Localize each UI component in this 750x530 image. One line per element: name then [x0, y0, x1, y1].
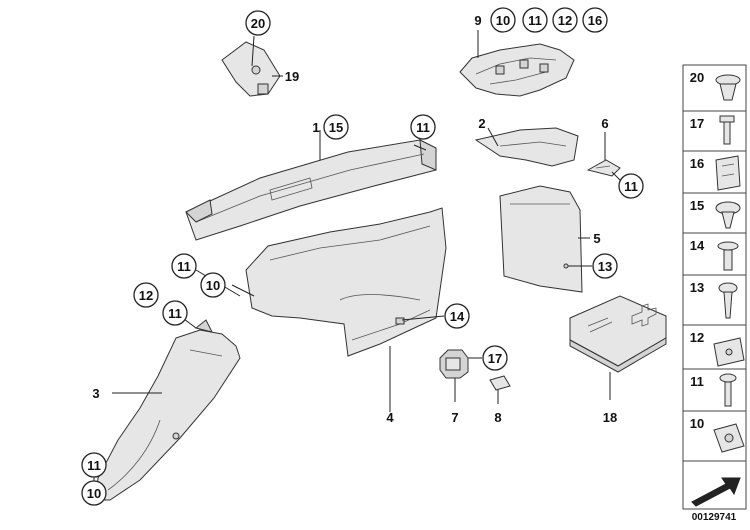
callout-11-d: 11: [162, 300, 188, 326]
svg-text:18: 18: [603, 410, 617, 425]
direction-arrow-icon: [691, 477, 741, 507]
svg-text:15: 15: [329, 120, 343, 135]
callout-12-top: 12: [552, 7, 578, 33]
svg-text:14: 14: [450, 309, 465, 324]
part-7-clip: [439, 349, 482, 402]
svg-text:1: 1: [312, 120, 319, 135]
callout-15-left: 15: [323, 114, 349, 140]
svg-text:00129741: 00129741: [692, 512, 737, 523]
svg-text:8: 8: [494, 410, 501, 425]
callout-6: 6: [601, 116, 608, 131]
svg-text:17: 17: [488, 351, 502, 366]
svg-text:15: 15: [690, 198, 704, 213]
expansion-rivet-icon: [715, 201, 741, 229]
callout-16-top: 16: [582, 7, 608, 33]
svg-text:16: 16: [690, 156, 704, 171]
callout-11-a: 11: [410, 114, 436, 140]
svg-text:6: 6: [601, 116, 608, 131]
callout-10-mid: 10: [200, 272, 226, 298]
legend-cell-17: [682, 110, 747, 152]
nut-clip-icon: [713, 423, 745, 453]
part-4-inner-panel: [195, 207, 447, 412]
tapping-screw-icon: [718, 282, 738, 319]
part-3-lower-trim: [93, 312, 241, 501]
callout-12-mid: 12: [133, 282, 159, 308]
svg-text:4: 4: [386, 410, 394, 425]
svg-text:11: 11: [690, 374, 704, 389]
callout-11-c: 11: [171, 253, 197, 279]
push-clip-icon: [715, 74, 741, 101]
svg-text:12: 12: [139, 288, 153, 303]
svg-text:11: 11: [87, 458, 101, 473]
callout-2: 2: [478, 116, 485, 131]
svg-text:14: 14: [690, 238, 705, 253]
callout-19: 19: [285, 69, 299, 84]
svg-text:2: 2: [478, 116, 485, 131]
callout-10-bot: 10: [81, 480, 107, 506]
svg-text:3: 3: [92, 386, 99, 401]
svg-text:13: 13: [598, 259, 612, 274]
part-2-trim: [474, 127, 579, 167]
image-number: 00129741: [692, 512, 737, 523]
svg-text:10: 10: [87, 486, 101, 501]
legend-cell-10: [682, 410, 747, 462]
svg-text:5: 5: [593, 231, 600, 246]
part-8-cap: [489, 375, 511, 404]
svg-text:10: 10: [206, 278, 220, 293]
fastener-legend: 20 17 16 15 14: [682, 64, 747, 510]
callout-11-b: 11: [618, 173, 644, 199]
part-19-bracket: [221, 35, 283, 97]
svg-text:19: 19: [285, 69, 299, 84]
callout-13-left: 13: [592, 253, 618, 279]
svg-text:11: 11: [177, 259, 191, 274]
part-9-bracket: [459, 30, 575, 97]
svg-text:20: 20: [690, 70, 704, 85]
svg-text:16: 16: [588, 13, 602, 28]
callout-20-top: 20: [245, 10, 271, 36]
callout-5: 5: [593, 231, 600, 246]
svg-text:13: 13: [690, 280, 704, 295]
callout-1: 1: [312, 120, 319, 135]
svg-text:9: 9: [474, 13, 481, 28]
callout-11-top: 11: [522, 7, 548, 33]
legend-cell-13: [682, 274, 747, 326]
callout-8: 8: [494, 410, 501, 425]
svg-text:11: 11: [624, 179, 638, 194]
push-rivet-icon: [717, 241, 739, 271]
svg-text:7: 7: [451, 410, 458, 425]
callout-9: 9: [474, 13, 481, 28]
spring-clip-icon: [715, 155, 741, 191]
svg-text:12: 12: [690, 330, 704, 345]
callout-17-left: 17: [482, 345, 508, 371]
speed-nut-icon: [713, 337, 745, 367]
callout-11-e: 11: [81, 452, 107, 478]
part-18-first-aid-kit: [569, 295, 667, 400]
callout-10-top: 10: [490, 7, 516, 33]
callout-18: 18: [603, 410, 617, 425]
svg-text:11: 11: [528, 13, 542, 28]
callout-3: 3: [92, 386, 99, 401]
svg-text:10: 10: [690, 416, 704, 431]
svg-text:10: 10: [496, 13, 510, 28]
svg-text:17: 17: [690, 116, 704, 131]
callout-7: 7: [451, 410, 458, 425]
svg-text:20: 20: [251, 16, 265, 31]
bolt-icon: [719, 373, 737, 407]
svg-text:12: 12: [558, 13, 572, 28]
part-1-trim-rail: [185, 130, 437, 241]
part-6-clip: [586, 132, 623, 183]
callout-14-left: 14: [444, 303, 470, 329]
screw-icon: [719, 115, 735, 145]
callout-4: 4: [386, 410, 394, 425]
svg-text:11: 11: [416, 120, 430, 135]
part-5-side-panel: [499, 185, 592, 293]
svg-text:11: 11: [168, 306, 182, 321]
